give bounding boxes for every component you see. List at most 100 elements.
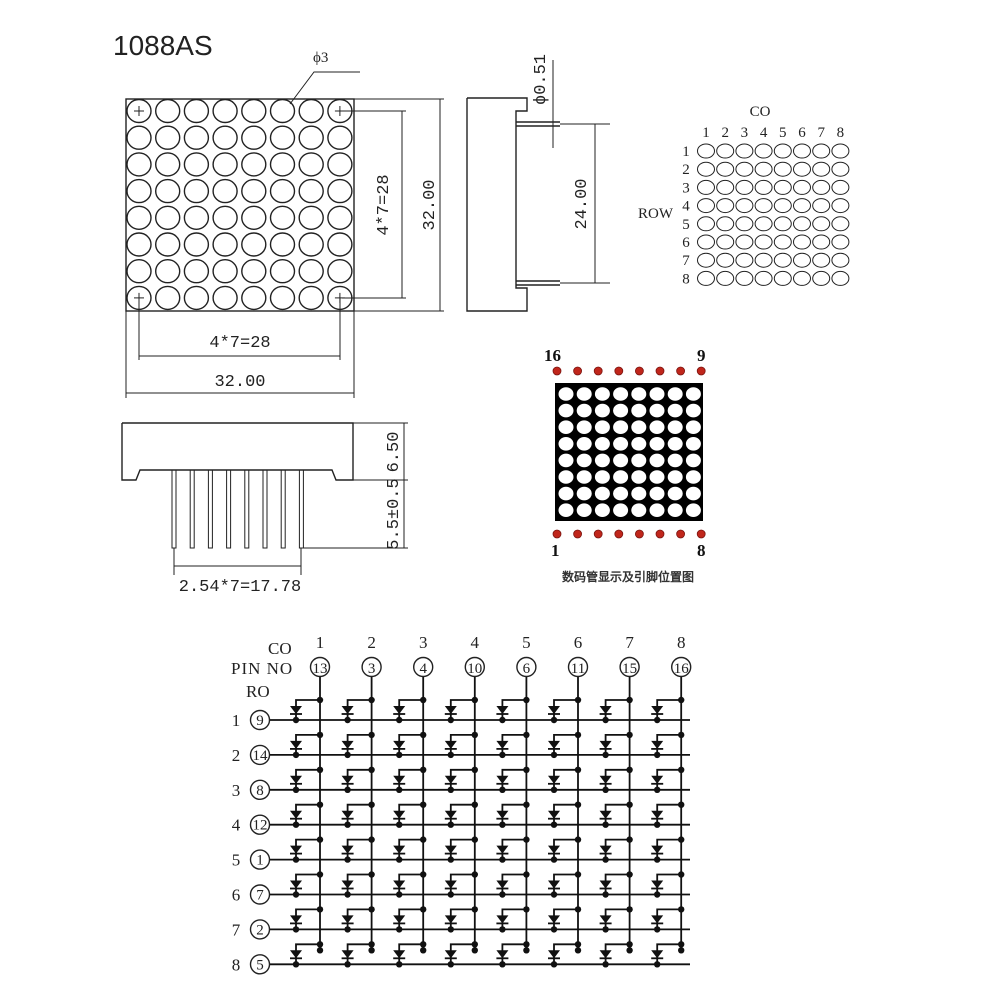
body-height-dim: 6.50 xyxy=(385,432,404,473)
led-outline xyxy=(183,98,210,124)
led-outline xyxy=(298,178,324,204)
map-led xyxy=(716,161,735,177)
led-outline xyxy=(298,98,324,124)
led-outline xyxy=(212,125,238,150)
map-led xyxy=(831,198,850,214)
matrix-led xyxy=(558,503,574,517)
led-outline xyxy=(327,152,353,177)
matrix-led xyxy=(631,403,647,418)
matrix-led xyxy=(667,420,683,435)
row-pin-number: 2 xyxy=(256,922,264,938)
led-outline xyxy=(269,98,296,124)
map-led xyxy=(812,234,831,250)
matrix-led xyxy=(558,470,574,484)
led-outline xyxy=(212,152,238,177)
matrix-led xyxy=(631,387,647,401)
matrix-led xyxy=(594,403,610,418)
map-led xyxy=(754,270,773,286)
led-outline xyxy=(212,178,238,204)
led-outline xyxy=(154,232,181,257)
led-outline xyxy=(269,232,296,257)
col-pin-number: 11 xyxy=(571,661,585,677)
led-diode-icon xyxy=(393,775,406,784)
matrix-led xyxy=(558,486,574,501)
led-outline xyxy=(241,125,267,150)
map-led xyxy=(793,161,811,177)
led-outline xyxy=(126,178,152,204)
map-led xyxy=(697,143,715,159)
matrix-led xyxy=(649,387,665,401)
led-outline xyxy=(126,232,152,257)
map-led xyxy=(831,270,850,286)
led-outline xyxy=(126,152,152,177)
matrix-led xyxy=(685,437,701,451)
map-led xyxy=(773,143,792,159)
matrix-led xyxy=(558,387,574,401)
map-led xyxy=(716,252,735,268)
led-diode-icon xyxy=(651,845,664,854)
col-pin-circle xyxy=(567,656,589,678)
map-led xyxy=(793,179,811,195)
matrix-led xyxy=(613,420,629,435)
matrix-led xyxy=(649,503,665,517)
map-led xyxy=(735,179,754,195)
matrix-led xyxy=(649,420,665,435)
matrix-led xyxy=(631,486,647,501)
led-outline xyxy=(327,259,353,284)
matrix-led xyxy=(667,486,683,501)
led-outline xyxy=(183,285,210,311)
matrix-led xyxy=(613,453,629,468)
led-diode-icon xyxy=(290,915,302,924)
map-col-number: 6 xyxy=(798,125,806,141)
pin-lead xyxy=(207,469,213,549)
schematic-col-header: CO xyxy=(268,639,292,658)
row-pin-circle xyxy=(249,954,271,975)
pin-diameter-label: ϕ0.51 xyxy=(532,54,551,105)
schematic-col-number: 4 xyxy=(471,633,480,652)
pin-lead xyxy=(226,469,232,549)
led-outline xyxy=(212,259,238,284)
led-diode-icon xyxy=(444,845,457,854)
row-pin-number: 12 xyxy=(253,818,268,834)
map-led xyxy=(773,234,792,250)
pin-lead xyxy=(244,469,250,549)
led-outline xyxy=(298,125,324,150)
map-row-number: 5 xyxy=(682,217,690,233)
col-pin-number: 10 xyxy=(467,661,482,677)
matrix-led xyxy=(649,470,665,484)
led-outline xyxy=(241,98,267,124)
led-outline xyxy=(269,259,296,284)
top-pin-dot xyxy=(573,366,582,376)
pin-8-label: 8 xyxy=(697,541,706,560)
map-led xyxy=(754,252,773,268)
led-diode-icon xyxy=(496,706,509,714)
module-outline xyxy=(125,98,355,312)
top-pin-dot xyxy=(552,366,562,376)
map-row-number: 3 xyxy=(682,180,690,196)
led-diode-icon xyxy=(548,740,560,749)
map-row-number: 2 xyxy=(682,162,690,178)
matrix-led xyxy=(613,503,629,517)
schematic-row-number: 7 xyxy=(232,920,241,939)
inner-width-dim: 4*7=28 xyxy=(209,334,270,353)
col-label: CO xyxy=(750,104,771,120)
led-diode-icon xyxy=(341,915,354,924)
map-col-number: 2 xyxy=(721,125,729,141)
hole-diameter-label: ϕ3 xyxy=(313,50,328,66)
led-diode-icon xyxy=(599,845,612,854)
led-outline xyxy=(154,125,181,150)
pin-position-view: 16 9 1 8 数码管显示及引脚位置图 xyxy=(544,346,706,584)
row-pin-circle xyxy=(249,884,271,905)
led-diode-icon xyxy=(393,880,406,889)
led-outline xyxy=(298,152,324,177)
matrix-led xyxy=(667,387,683,401)
led-outline xyxy=(241,152,267,177)
matrix-led xyxy=(576,437,592,451)
led-diode-icon xyxy=(290,740,302,749)
map-col-number: 4 xyxy=(760,125,768,141)
pin-1-label: 1 xyxy=(551,541,560,560)
led-outline xyxy=(269,125,296,150)
schematic-row-number: 6 xyxy=(232,886,241,905)
row-pin-number: 9 xyxy=(256,713,264,729)
